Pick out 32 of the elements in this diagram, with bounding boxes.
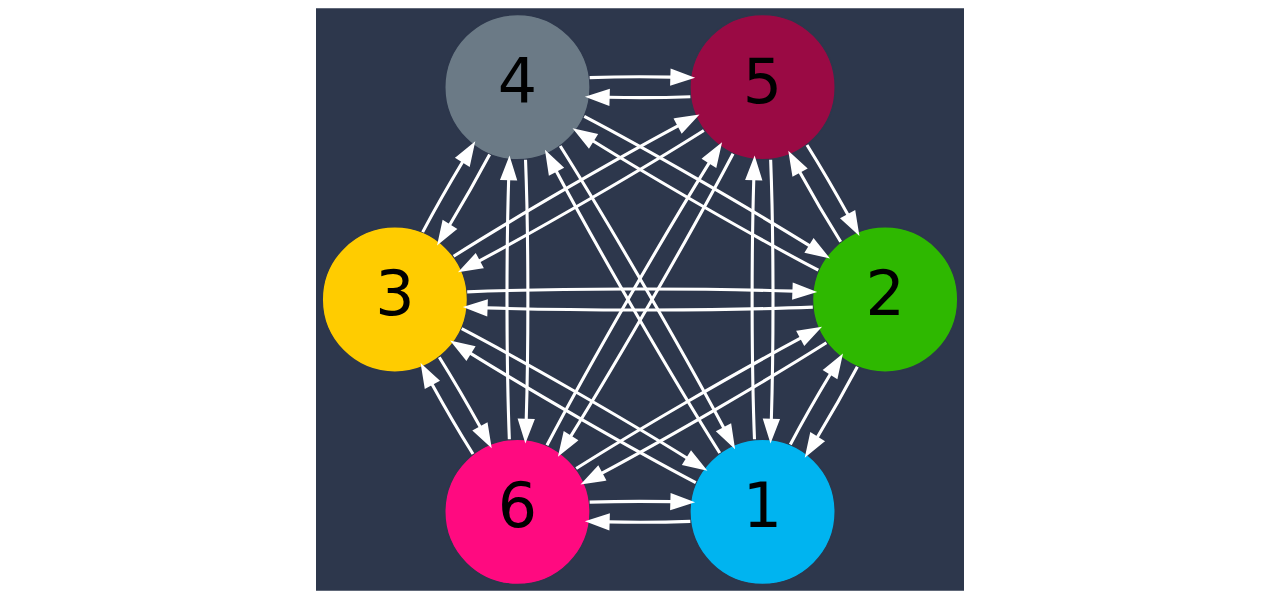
node-circle: 2 [811, 226, 959, 373]
arrow [467, 282, 818, 300]
node-circle: 4 [443, 13, 591, 161]
arrow [437, 153, 491, 246]
arrow [575, 326, 823, 470]
arrow [580, 341, 828, 485]
arrow [452, 114, 700, 258]
arrow [745, 155, 763, 440]
arrow [450, 340, 697, 484]
arrow [804, 366, 859, 458]
node-circle: 5 [689, 13, 837, 161]
arrow [421, 141, 476, 233]
arrow [762, 159, 781, 444]
arrow [589, 68, 696, 86]
arrow [499, 155, 518, 440]
arrow [460, 327, 708, 471]
node-circle: 3 [321, 226, 469, 373]
node-circle: 6 [443, 438, 591, 586]
arrow [457, 129, 705, 273]
arrow [517, 159, 535, 444]
node-circle: 1 [689, 438, 837, 586]
arrow [584, 513, 691, 531]
arrow [789, 353, 843, 446]
arrow [420, 363, 475, 455]
arrow [583, 115, 830, 259]
arrow [462, 299, 813, 317]
arrow [805, 144, 860, 236]
arrow [437, 356, 492, 449]
arrow [584, 88, 691, 107]
arrow [589, 492, 696, 511]
arrow [788, 150, 842, 243]
arrow [572, 128, 820, 272]
